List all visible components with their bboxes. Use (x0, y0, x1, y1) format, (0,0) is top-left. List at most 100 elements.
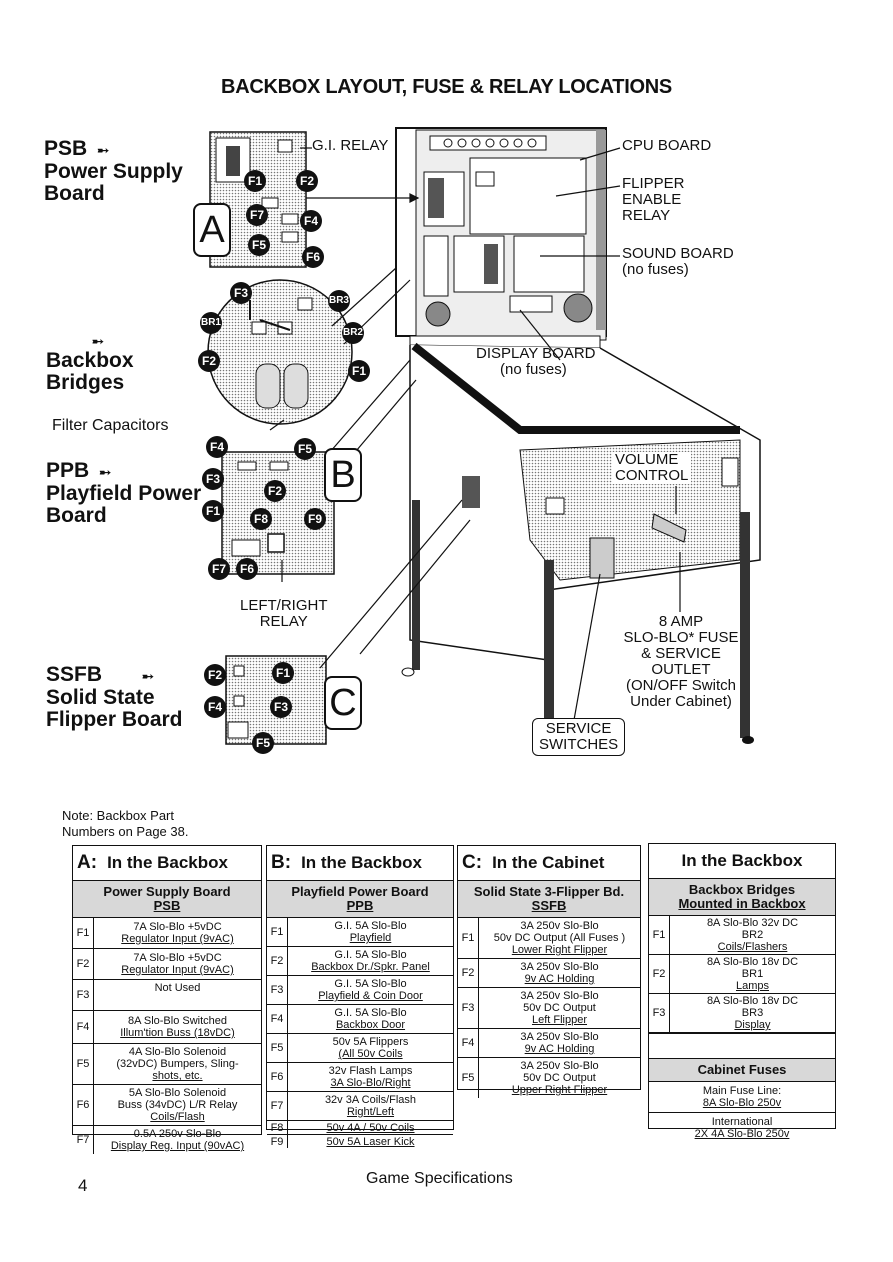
display-board-callout: DISPLAY BOARD (no fuses) (476, 346, 596, 378)
callout-line: & SERVICE (641, 645, 721, 662)
subheader-line: Solid State 3-Flipper Bd. (473, 884, 625, 899)
fuse-desc: (32vDC) Bumpers, Sling- (116, 1058, 239, 1070)
table-subheader: Power Supply Board PSB (73, 881, 261, 918)
ssfb-abbr: SSFB (46, 663, 103, 686)
callout-line: ENABLE (622, 191, 682, 208)
psb-fuse-marker: F6 (302, 246, 324, 268)
cabinet-fuse-cell: Main Fuse Line: 8A Slo-Blo 250v (649, 1082, 835, 1113)
callout-line: RELAY (259, 613, 308, 630)
fuse-table-d: In the Backbox Backbox Bridges Mounted i… (648, 843, 836, 1140)
fuse-desc: 8A Slo-Blo 250v (702, 1097, 782, 1109)
callout-line: 8 AMP (658, 613, 704, 630)
page-number: 4 (78, 1176, 88, 1195)
bridges-fuse-marker: BR1 (200, 312, 222, 334)
bridges-fuse-marker: F1 (348, 360, 370, 382)
fuse-desc: 8A Slo-Blo 32v DC (706, 917, 799, 929)
fuse-desc: G.I. 5A Slo-Blo (334, 949, 407, 961)
bridges-fuse-marker: BR2 (342, 322, 364, 344)
fuse-desc: 9v AC Holding (524, 973, 595, 985)
fuse-id: F1 (73, 918, 94, 948)
page-title: BACKBOX LAYOUT, FUSE & RELAY LOCATIONS (221, 76, 672, 98)
bridges-label: Backbox Bridges (46, 350, 134, 394)
fuse-desc: 3A 250v Slo-Blo (520, 1031, 599, 1043)
fuse-desc: 32v Flash Lamps (328, 1065, 413, 1077)
ssfb-fuse-marker: F1 (272, 662, 294, 684)
filter-capacitors-label: Filter Capacitors (52, 417, 169, 434)
table-header: B: In the Backbox (267, 846, 453, 881)
fuse-desc: 9v AC Holding (524, 1043, 595, 1055)
ppb-abbr: PPB (46, 459, 90, 482)
fuse-desc: 50v 4A / 50v Coils (326, 1121, 415, 1134)
table-subheader: Playfield Power Board PPB (267, 881, 453, 918)
fuse-id: F1 (267, 918, 288, 946)
fuse-id: F3 (73, 980, 94, 1010)
cpu-board-callout: CPU BOARD (622, 137, 712, 154)
ssfb-label: SSFB➸ Solid State Flipper Board (46, 664, 183, 731)
table-subheader: Solid State 3-Flipper Bd. SSFB (458, 881, 640, 918)
ppb-fuse-marker: F3 (202, 468, 224, 490)
fuse-desc: 8A Slo-Blo 18v DC (706, 956, 799, 968)
arrow-icon: ➸ (97, 142, 109, 158)
table-title: In the Backbox (681, 851, 803, 870)
gi-relay-callout: G.I. RELAY (312, 137, 389, 154)
callout-line: FLIPPER (622, 175, 685, 192)
fuse-id: F6 (73, 1085, 94, 1125)
fuse-id: F1 (458, 918, 479, 958)
callout-line: RELAY (622, 207, 671, 224)
ssfb-name-line1: Solid State (46, 686, 155, 709)
fuse-id: F2 (73, 949, 94, 979)
fuse-desc: G.I. 5A Slo-Blo (334, 1007, 407, 1019)
spacer (649, 1033, 835, 1058)
table-title: In the Backbox (301, 853, 422, 872)
cabinet-fuses-header: Cabinet Fuses (649, 1058, 835, 1082)
callout-line: Under Cabinet) (630, 693, 732, 710)
fuse-desc: Illum'tion Buss (18vDC) (120, 1027, 235, 1039)
fuse-desc: Display Reg. Input (90vAC) (110, 1140, 245, 1152)
volume-control-callout: VOLUME CONTROL (612, 451, 692, 484)
psb-abbr: PSB (44, 137, 88, 160)
table-header: A:In the Backbox (73, 846, 261, 881)
main-fuse-callout: 8 AMP SLO-BLO* FUSE & SERVICE OUTLET (ON… (622, 614, 740, 710)
fuse-desc: Lower Right Flipper (511, 944, 608, 956)
bridges-fuse-marker: F3 (230, 282, 252, 304)
fuse-id: F3 (267, 976, 288, 1004)
table-key: B: (271, 852, 292, 873)
subheader-line: PPB (346, 898, 374, 913)
cabinet-fuse-cell: International 2X 4A Slo-Blo 250v (649, 1113, 835, 1143)
fuse-desc: 50v DC Output (523, 1002, 596, 1014)
fuse-desc: Left Flipper (531, 1014, 588, 1026)
footer-title: Game Specifications (366, 1170, 513, 1187)
note-line: Note: Backbox Part (62, 808, 174, 823)
fuse-desc: BR3 (741, 1007, 764, 1019)
table-row: F8 50v 4A / 50v Coils (267, 1121, 453, 1135)
fuse-desc: 5A Slo-Blo Solenoid (128, 1087, 227, 1099)
bridges-fuse-marker: F2 (198, 350, 220, 372)
fuse-desc: 32v 3A Coils/Flash (324, 1094, 417, 1106)
subheader-line: PSB (153, 898, 181, 913)
callout-line: (no fuses) (622, 261, 689, 278)
fuse-id: F7 (73, 1126, 94, 1154)
fuse-id: F8 (267, 1121, 288, 1134)
table-subheader: Backbox Bridges Mounted in Backbox (649, 879, 835, 916)
fuse-id: F5 (267, 1034, 288, 1062)
callout-line: VOLUME (615, 451, 679, 468)
fuse-id: F5 (73, 1044, 94, 1084)
board-letter-b: B (324, 448, 362, 502)
fuse-desc: shots, etc. (152, 1070, 203, 1082)
callout-line: SWITCHES (539, 736, 619, 753)
fuse-desc: BR2 (741, 929, 764, 941)
bridges-fuse-marker: BR3 (328, 290, 350, 312)
ppb-fuse-marker: F1 (202, 500, 224, 522)
ppb-label: PPB➸ Playfield Power Board (46, 460, 201, 527)
fuse-desc: Backbox Dr./Spkr. Panel (311, 961, 430, 973)
ppb-fuse-marker: F8 (250, 508, 272, 530)
bridges-name-line1: Backbox (46, 349, 134, 372)
